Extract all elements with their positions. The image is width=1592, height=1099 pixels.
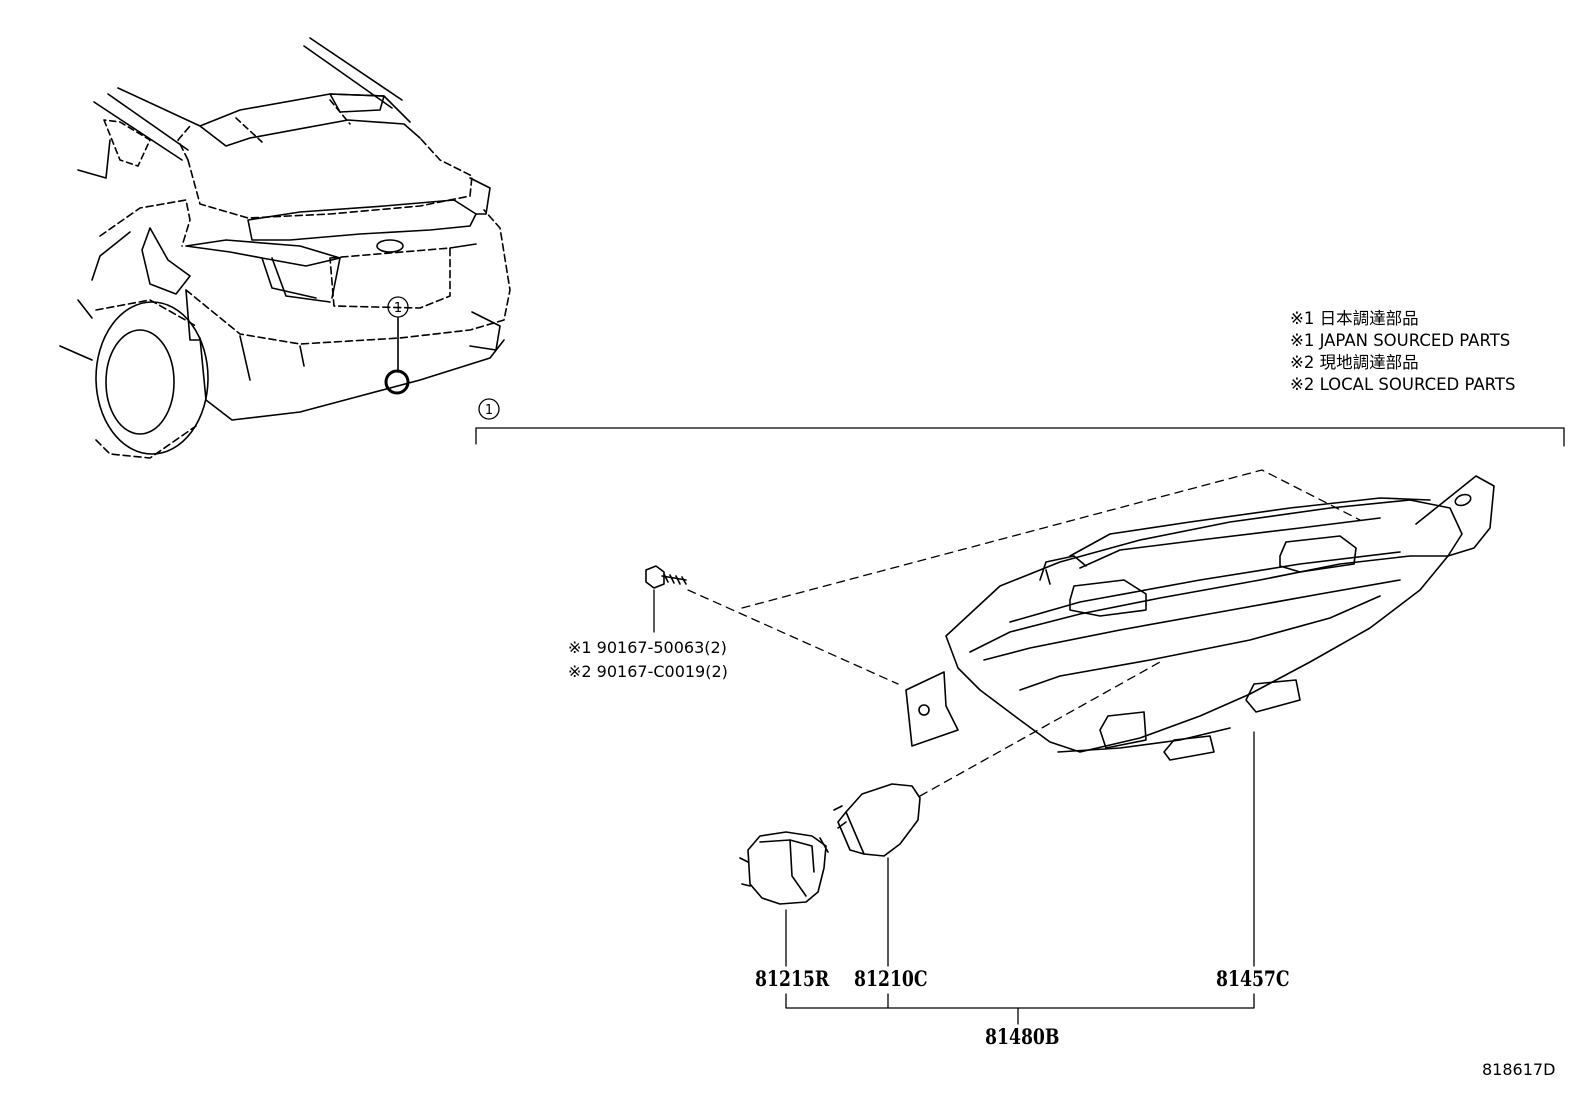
assembly-callout-number: 1 [485, 403, 493, 418]
vehicle-callout-number: 1 [394, 301, 402, 316]
rear-fog-lamp [687, 469, 1495, 967]
sourcing-notes: ※1 日本調達部品 ※1 JAPAN SOURCED PARTS ※2 現地調達… [1290, 308, 1515, 396]
assembly-bracket: 1 [475, 398, 1565, 447]
note-japan-jp: ※1 日本調達部品 [1290, 309, 1419, 328]
bulb-part [833, 783, 921, 967]
kit-bracket [785, 993, 1255, 1025]
screw-part-number-local[interactable]: ※2 90167-C0019(2) [568, 662, 728, 681]
screw-part-numbers: ※1 90167-50063(2) ※2 90167-C0019(2) [568, 636, 728, 684]
note-japan-en: ※1 JAPAN SOURCED PARTS [1290, 331, 1511, 350]
part-number-bulb[interactable]: 81210C [854, 966, 928, 991]
part-number-assembly[interactable]: 81480B [985, 1024, 1060, 1049]
socket-part [739, 831, 829, 967]
screw-part [645, 565, 687, 633]
screw-part-number-japan[interactable]: ※1 90167-50063(2) [568, 638, 727, 657]
note-local-jp: ※2 現地調達部品 [1290, 353, 1419, 372]
diagram-code: 818617D [1482, 1060, 1556, 1079]
vehicle-rear-illustration: 1 [59, 37, 511, 459]
note-local-en: ※2 LOCAL SOURCED PARTS [1290, 375, 1516, 394]
part-number-socket[interactable]: 81215R [755, 966, 830, 991]
part-number-lens[interactable]: 81457C [1216, 966, 1290, 991]
